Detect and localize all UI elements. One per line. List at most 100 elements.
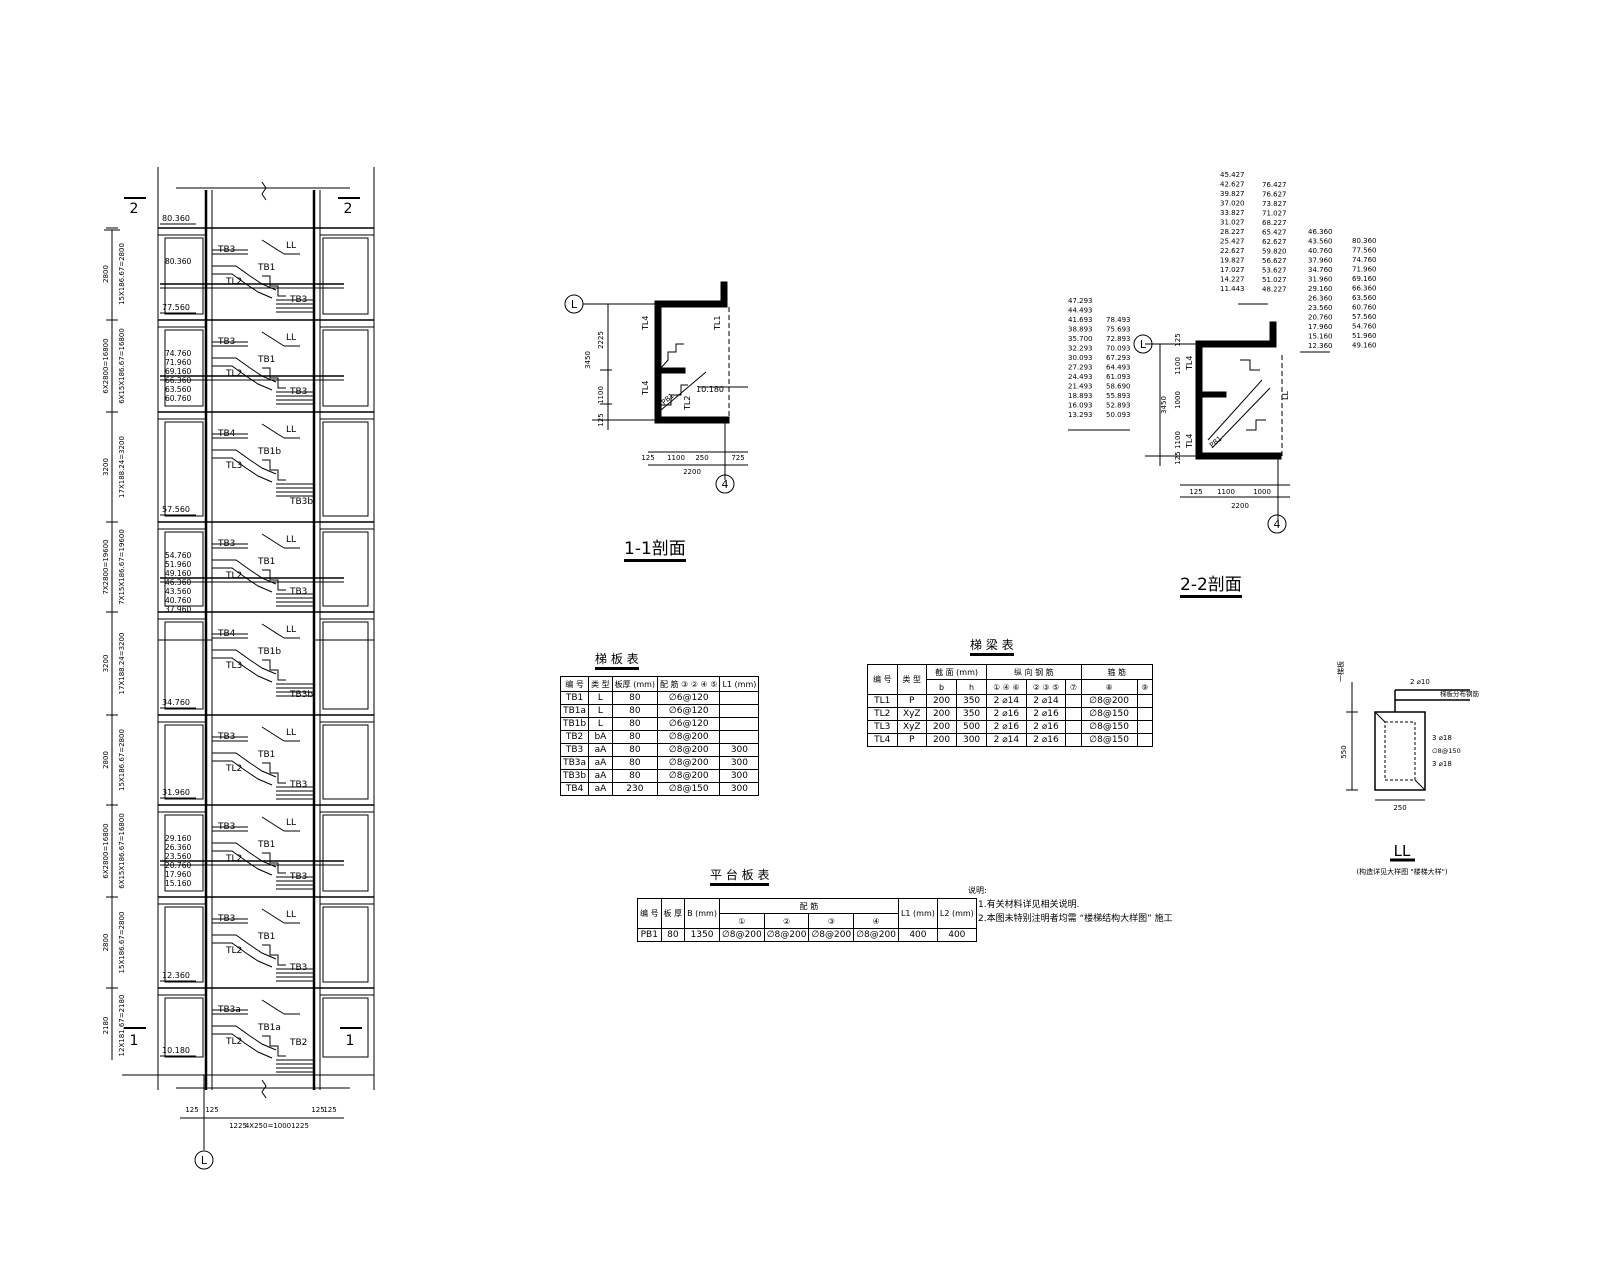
s22-left-dim: 1000 xyxy=(1174,391,1182,409)
s22-level-top-a: 17.027 xyxy=(1220,266,1245,274)
plan-floor-formula: 12X181.67=2180 xyxy=(118,995,126,1057)
plan-label-tb-top: TB3 xyxy=(217,914,235,924)
s22-level-left-b: 67.293 xyxy=(1106,354,1131,362)
s11-left-dim: 1100 xyxy=(597,386,605,404)
stair-beam-subheader-cell: ② ③ ⑤ xyxy=(1025,679,1067,695)
s11-axis-4-label: 4 xyxy=(722,478,729,491)
stair-beam-row-cell xyxy=(1136,733,1154,747)
stair-beam-row-cell: TL4 xyxy=(867,733,898,747)
stair-slab-row-cell: TB1a xyxy=(559,704,590,718)
stair-beam-row-cell: ∅8@150 xyxy=(1080,733,1138,747)
stair-beam-row-cell: 2 ⌀14 xyxy=(986,694,1027,708)
s22-level-right-a: 23.560 xyxy=(1308,304,1333,312)
plan-label-tb-top: TB3 xyxy=(217,337,235,347)
s22-bottom-dim: 1100 xyxy=(1217,488,1235,496)
plan-label-ll: LL xyxy=(286,818,296,828)
plan-level: 77.560 xyxy=(162,303,190,312)
stair-slab-row-cell: 80 xyxy=(611,691,659,705)
plan-bottom-dim: 125 xyxy=(205,1106,218,1114)
stair-beam-row-cell: 200 xyxy=(926,733,958,747)
s22-level-right-b: 54.760 xyxy=(1352,323,1377,331)
plan-floor-formula: 6X15X186.67=16800 xyxy=(118,813,126,889)
stair-beam-header-cell: 编 号 xyxy=(867,664,898,695)
stair-beam-row-cell: 2 ⌀16 xyxy=(1025,707,1067,721)
s22-level-left-a: 18.893 xyxy=(1068,392,1093,400)
plan-label-tb-top: TB3 xyxy=(217,245,235,255)
s22-level-right-a: 15.160 xyxy=(1308,333,1333,341)
platform-slab-row-cell: 80 xyxy=(660,928,686,942)
stair-slab-row-cell xyxy=(719,730,760,744)
plan-label-tb1: TB1 xyxy=(257,355,275,365)
s22-level-left-b: 70.093 xyxy=(1106,345,1131,353)
s22-level-right-b: 80.360 xyxy=(1352,237,1377,245)
plan-label-tb1: TB1 xyxy=(257,932,275,942)
s22-left-dim: 125 xyxy=(1174,451,1182,464)
plan-axis-l-label: L xyxy=(201,1154,208,1167)
stair-beam-row-cell: 2 ⌀16 xyxy=(1025,733,1067,747)
stair-slab-row-cell: L xyxy=(588,691,613,705)
s22-axis-l-label: L xyxy=(1140,338,1147,351)
s22-level-right-b: 49.160 xyxy=(1352,342,1377,350)
platform-slab-row-cell: ∅8@200 xyxy=(808,928,855,942)
plan-level-stack: 46.360 xyxy=(165,578,191,587)
ll-label-bar-b: 3 ⌀18 xyxy=(1432,760,1452,768)
plan-label-tb-bottom: TB3 xyxy=(289,872,307,882)
s22-level-top-b: 68.227 xyxy=(1262,219,1287,227)
s22-level-right-b: 57.560 xyxy=(1352,313,1377,321)
platform-slab-row-cell: ∅8@200 xyxy=(763,928,810,942)
plan-label-tb-bottom: TB3 xyxy=(289,780,307,790)
s22-level-right-a: 17.960 xyxy=(1308,323,1333,331)
platform-slab-subheader-cell: ④ xyxy=(853,913,899,929)
s22-label-ll: LL xyxy=(1281,391,1290,400)
s22-level-left-b: 78.493 xyxy=(1106,316,1131,324)
plan-level-stack: 26.360 xyxy=(165,843,191,852)
stair-slab-row-cell xyxy=(719,691,760,705)
s22-level-top-b: 48.227 xyxy=(1262,286,1287,294)
s22-level-right-a: 26.360 xyxy=(1308,295,1333,303)
stair-slab-row-cell: TB3a xyxy=(559,756,590,770)
plan-level-stack: 17.960 xyxy=(165,870,191,879)
note-line: 1.有关材料详见相关说明. xyxy=(978,900,1080,910)
s22-level-right-a: 43.560 xyxy=(1308,238,1333,246)
plan-label-tb1: TB1 xyxy=(257,263,275,273)
plan-level: 12.360 xyxy=(162,971,190,980)
stair-beam-row-cell: 200 xyxy=(926,694,958,708)
s22-level-top-b: 76.427 xyxy=(1262,181,1287,189)
plan-level-stack: 74.760 xyxy=(165,349,191,358)
plan-level: 57.560 xyxy=(162,505,190,514)
stair-beam-row-cell: ∅8@200 xyxy=(1080,694,1138,708)
plan-floor-height: 2180 xyxy=(102,1017,110,1035)
ll-label-stirrup: ∅8@150 xyxy=(1432,747,1461,755)
stair-slab-row-cell: aA xyxy=(588,756,613,770)
s22-level-top-b: 73.827 xyxy=(1262,200,1287,208)
plan-label-ll: LL xyxy=(286,910,296,920)
s22-level-top-b: 62.627 xyxy=(1262,238,1287,246)
ll-beam-detail xyxy=(1346,682,1470,862)
stair-slab-row-cell: 300 xyxy=(719,769,760,783)
stair-beam-row-cell: XyZ xyxy=(896,720,928,734)
s22-level-top-a: 22.627 xyxy=(1220,247,1245,255)
platform-slab-subheader-cell: ① xyxy=(718,913,765,929)
s22-level-left-b: 75.693 xyxy=(1106,326,1131,334)
plan-level-stack: 43.560 xyxy=(165,587,191,596)
s22-level-left-a: 21.493 xyxy=(1068,383,1093,391)
stair-beam-row-cell: 350 xyxy=(956,694,988,708)
platform-slab-header-cell: B (mm) xyxy=(684,898,720,929)
ll-title: LL xyxy=(1394,842,1411,860)
s22-level-top-a: 45.427 xyxy=(1220,171,1245,179)
s22-level-left-a: 30.093 xyxy=(1068,354,1093,362)
stair-beam-row-cell: TL2 xyxy=(867,707,898,721)
stair-slab-row-cell: ∅8@200 xyxy=(657,756,721,770)
plan-label-tl: TL2 xyxy=(225,764,242,774)
stair-beam-header-cell: 纵 向 钢 筋 xyxy=(986,664,1082,680)
stair-beam-row-cell xyxy=(1065,733,1082,747)
plan-bottom-dim: 125 xyxy=(185,1106,198,1114)
s22-level-right-b: 63.560 xyxy=(1352,294,1377,302)
s22-level-left-b: 58.690 xyxy=(1106,383,1131,391)
